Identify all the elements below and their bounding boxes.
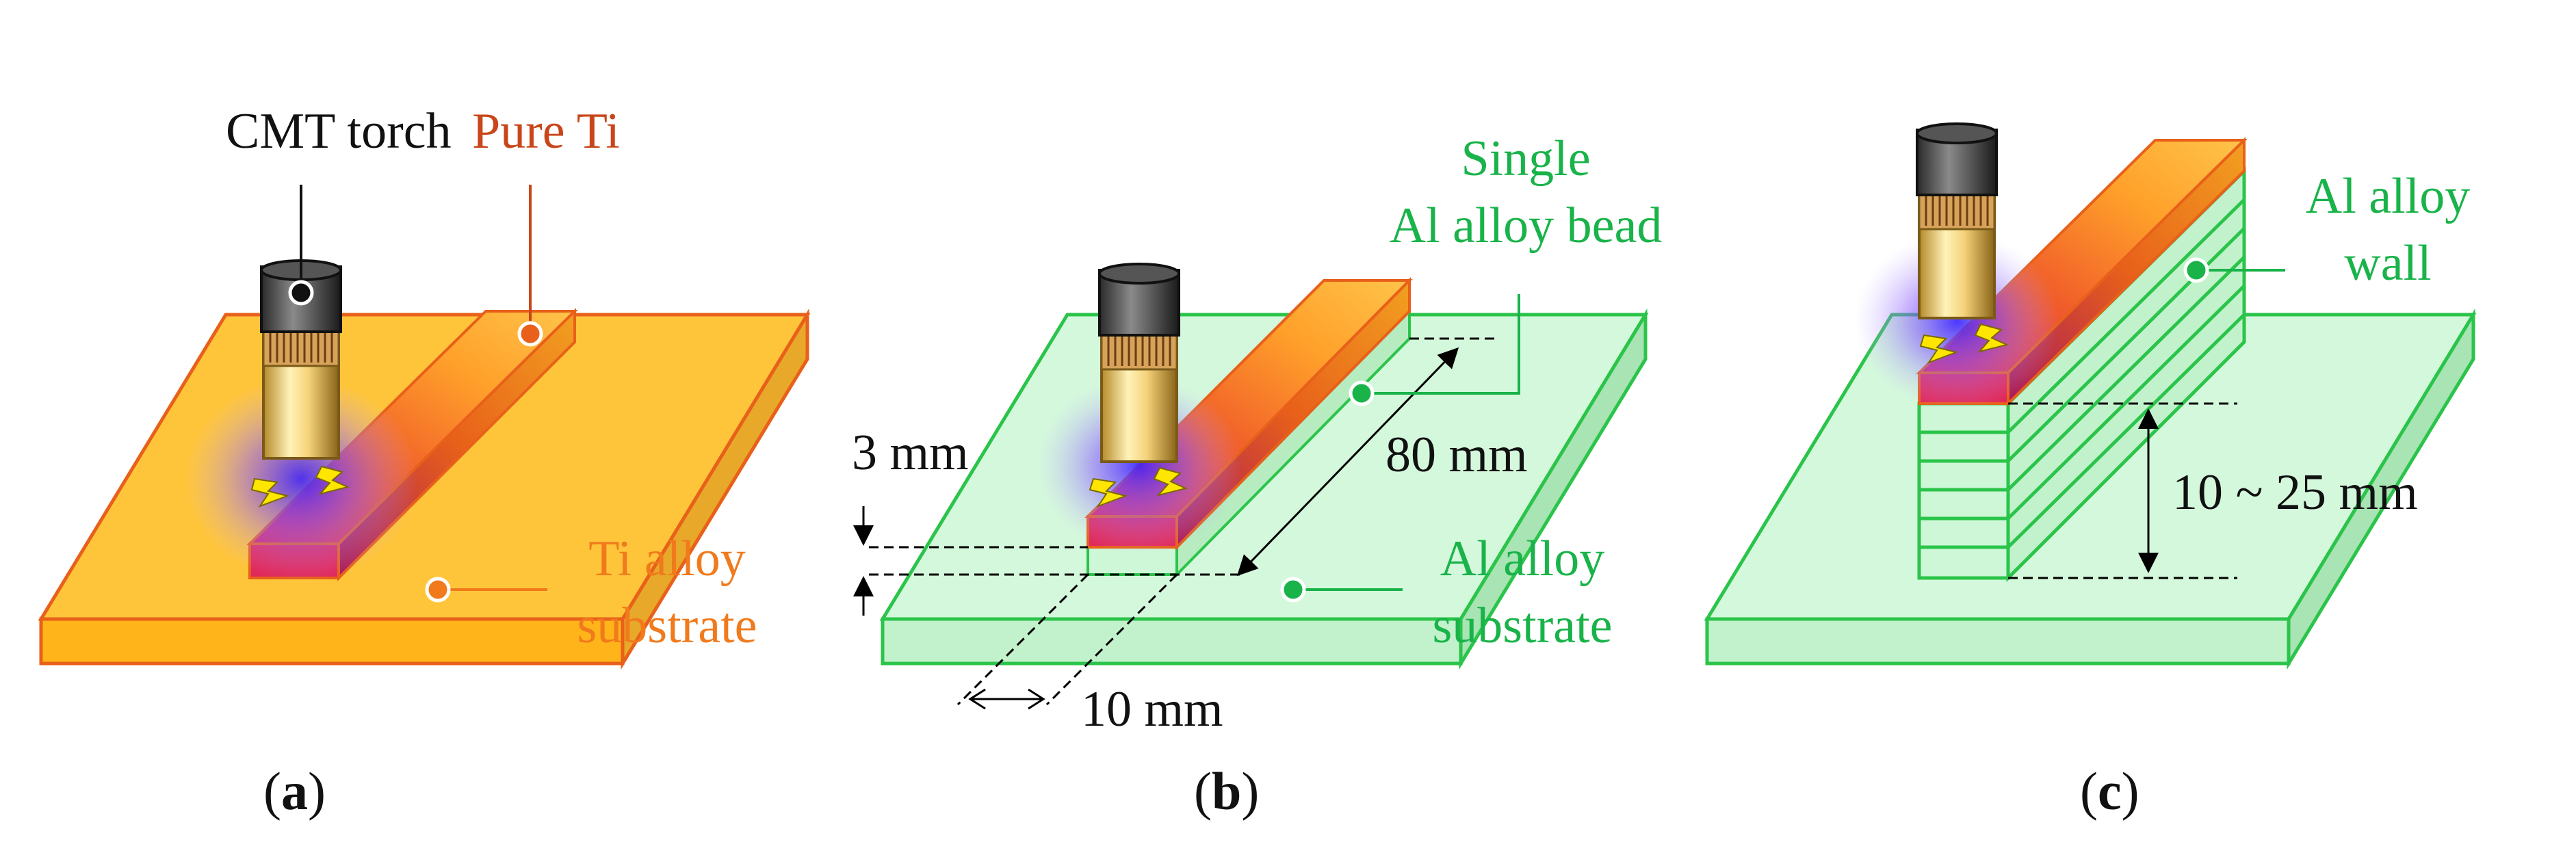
width-dimension: 10 mm: [1081, 681, 1223, 737]
arc-glow: [185, 376, 417, 581]
ti-substrate-label-line1: Ti alloy: [588, 531, 746, 587]
bead-leader-dot: [1349, 380, 1375, 406]
torch-leader-dot: [288, 280, 314, 306]
al-substrate-label: Al alloy substrate: [1409, 534, 1635, 651]
arc-glow-c: [1854, 233, 2059, 410]
ti-substrate-label-line2: substrate: [577, 598, 757, 654]
cmt-torch-icon-b: [1098, 263, 1180, 463]
al-substrate-label-line2: substrate: [1432, 598, 1613, 654]
caption-a-letter: a: [281, 761, 308, 821]
pure-ti-leader-dot: [517, 321, 543, 347]
cmt-torch-icon-c: [1916, 122, 1998, 319]
panel-a: [38, 185, 811, 670]
al-substrate-leader-dot: [1280, 577, 1306, 603]
al-wall-label: Al alloy wall: [2278, 171, 2497, 289]
dimension-lines-b: [853, 337, 1498, 710]
arc-glow-b: [1037, 376, 1242, 554]
arc-spark-icon-c: [1919, 323, 2009, 365]
ti-substrate-leader-dot: [425, 577, 451, 603]
bead-leader-line: [1362, 294, 1520, 395]
al-substrate-label-line1: Al alloy: [1440, 531, 1605, 587]
wall-leader-dot: [2183, 257, 2209, 283]
caption-c: (c): [2080, 765, 2139, 818]
al-wall-label-line1: Al alloy: [2305, 168, 2471, 224]
caption-c-open: (: [2080, 761, 2098, 821]
ti-substrate-label: Ti alloy substrate: [554, 534, 780, 651]
caption-b: (b): [1194, 765, 1259, 818]
panel-c: [1704, 122, 2477, 670]
caption-b-letter: b: [1211, 761, 1242, 821]
caption-c-close: ): [2121, 761, 2139, 821]
caption-c-letter: c: [2097, 761, 2122, 821]
single-bead-label-line2: Al alloy bead: [1389, 198, 1663, 254]
caption-b-close: ): [1241, 761, 1260, 821]
dimension-lines-c: [2008, 402, 2237, 579]
single-bead-label-line1: Single: [1461, 131, 1591, 187]
length-dimension: 80 mm: [1385, 427, 1528, 483]
caption-a: (a): [263, 765, 326, 818]
panel-b: [853, 263, 1649, 710]
single-bead-label: Single Al alloy bead: [1334, 133, 1717, 251]
caption-a-close: ): [307, 761, 326, 821]
pure-ti-label: Pure Ti: [472, 103, 620, 159]
al-wall-label-line2: wall: [2344, 235, 2432, 291]
arc-spark-icon: [250, 465, 350, 508]
caption-a-open: (: [263, 761, 281, 821]
cmt-torch-label: CMT torch: [226, 103, 452, 159]
arc-spark-icon-b: [1089, 466, 1188, 508]
caption-b-open: (: [1194, 761, 1212, 821]
thickness-dimension: 3 mm: [852, 425, 969, 481]
wall-height-dimension: 10 ~ 25 mm: [2172, 464, 2418, 521]
